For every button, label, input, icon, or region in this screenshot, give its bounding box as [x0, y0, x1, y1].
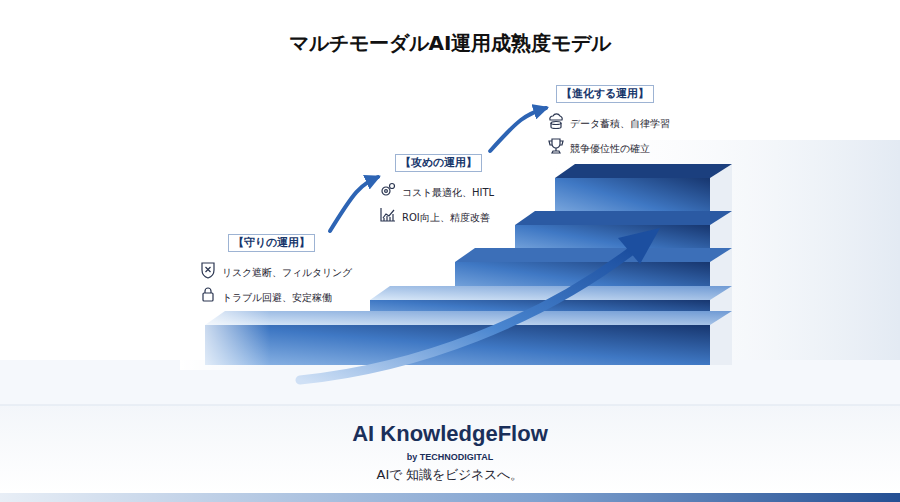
progress-arrow — [490, 108, 546, 151]
stage-item: リスク遮断、フィルタリング — [200, 264, 352, 282]
progress-arrow — [330, 177, 378, 231]
stage-item: データ蓄積、自律学習 — [548, 115, 670, 133]
stage-group: 【攻めの運用】コスト最適化、HITL ROI向上、精度改善 — [380, 151, 494, 234]
stage-group: 【守りの運用】リスク遮断、フィルタリングトラブル回避、安定稼働 — [200, 231, 352, 314]
stage-item: 競争優位性の確立 — [548, 140, 670, 158]
stage-group: 【進化する運用】データ蓄積、自律学習競争優位性の確立 — [548, 82, 670, 165]
stage-item: コスト最適化、HITL — [380, 184, 494, 202]
stage-heading: 【進化する運用】 — [556, 85, 654, 103]
stage-item: ROI向上、精度改善 — [380, 209, 494, 227]
stage-item: トラブル回避、安定稼働 — [200, 289, 352, 307]
stage-heading: 【守りの運用】 — [228, 234, 315, 252]
stage-heading: 【攻めの運用】 — [395, 154, 482, 172]
brand-byline: by TECHNODIGITAL — [0, 452, 900, 462]
brand-name: AI KnowledgeFlow — [0, 421, 900, 447]
brand-tagline: AIで 知識をビジネスへ。 — [0, 466, 900, 484]
diagram-title: マルチモーダルAI運用成熟度モデル — [0, 30, 900, 57]
